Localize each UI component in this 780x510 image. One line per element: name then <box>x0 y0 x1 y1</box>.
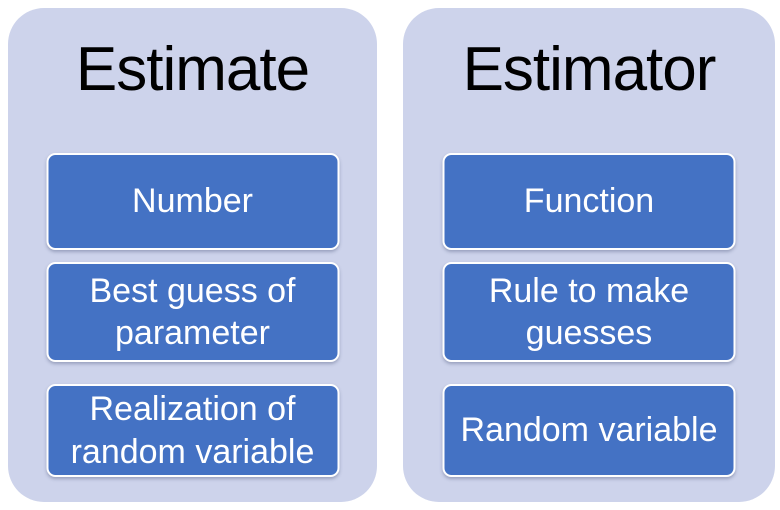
estimator-box-random-variable-label: Random variable <box>460 411 718 450</box>
estimate-box-realization: Realization of random variable <box>46 384 339 477</box>
estimate-box-realization-label: Realization of random variable <box>70 390 315 471</box>
estimate-box-number-label: Number <box>132 182 253 221</box>
estimator-box-random-variable: Random variable <box>442 384 736 477</box>
estimate-box-number: Number <box>46 153 339 250</box>
estimator-box-rule: Rule to make guesses <box>442 262 736 362</box>
estimate-box-best-guess: Best guess of parameter <box>46 262 339 362</box>
estimate-panel: Estimate Number Best guess of parameter … <box>8 8 377 502</box>
estimator-box-function-label: Function <box>523 182 655 221</box>
estimator-panel: Estimator Function Rule to make guesses … <box>403 8 775 502</box>
estimate-panel-title: Estimate <box>75 35 310 104</box>
estimator-panel-title: Estimator <box>462 35 717 104</box>
estimator-box-function: Function <box>442 153 736 250</box>
estimate-box-best-guess-label: Best guess of parameter <box>89 271 296 352</box>
estimator-box-rule-label: Rule to make guesses <box>488 271 690 352</box>
